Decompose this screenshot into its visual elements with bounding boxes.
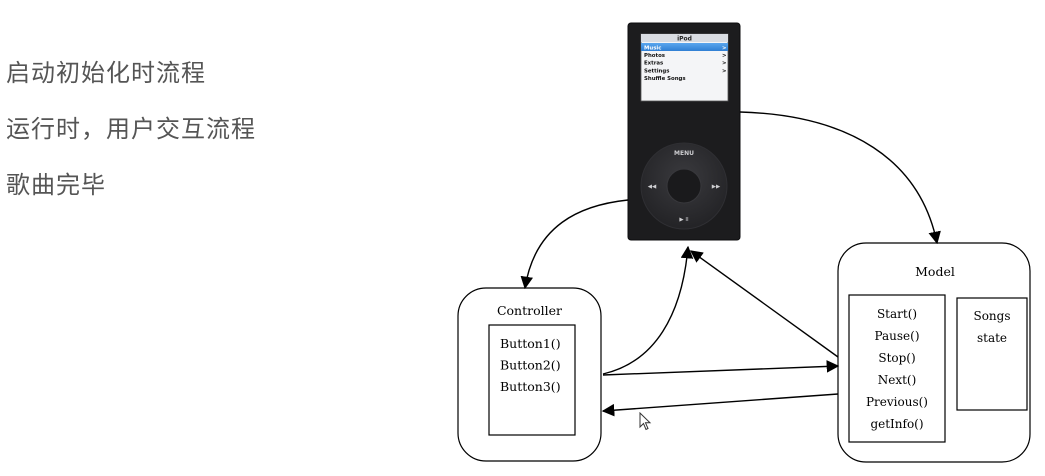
arrow-model-to-controller [601,393,839,417]
ipod-menu-item: Shuffle Songs [644,76,686,82]
ipod-screen-title: iPod [677,36,692,43]
diagram-arrows [520,111,941,417]
ipod-menu-item: Settings [644,68,669,74]
ipod-wheel-prev-icon: ◀◀ [648,184,657,190]
model-title: Model [915,264,955,279]
ipod-screen-titlebar [641,34,728,42]
model-method: Start() [877,307,917,321]
arrow-ipod-to-controller [520,199,629,290]
ipod-menu-item: Extras [644,61,663,67]
ipod-menu-highlight [641,43,728,51]
model-method: Previous() [866,395,928,409]
chevron-right-icon: > [722,61,727,67]
controller-component: Controller Button1() Button2() Button3() [457,287,602,462]
bullet-startup-flow: 启动初始化时流程 [6,59,206,87]
bullet-list: 启动初始化时流程 运行时，用户交互流程 歌曲完毕 [6,52,256,204]
mouse-cursor-icon [639,412,652,431]
model-state-line: Songs [973,309,1010,323]
arrow-model-to-ipod [689,250,839,358]
model-method: getInfo() [870,417,923,431]
ipod-menu-list: Music > Photos > Extras > Settings > Shuffle Son… [644,46,727,82]
controller-button-method: Button3() [500,379,561,394]
model-method: Next() [878,373,917,387]
controller-buttons-box [488,324,576,436]
controller-button-method: Button2() [500,358,561,373]
bullet-runtime-interaction-flow: 运行时，用户交互流程 [6,115,256,143]
ipod-center-button [666,168,702,204]
model-state-line: state [977,331,1007,345]
model-method-list: Start() Pause() Stop() Next() Previous() getI… [866,307,928,431]
model-state-text: Songs state [973,309,1010,345]
bullet-song-finished: 歌曲完毕 [6,171,106,199]
ipod-wheel-play-pause-icon: ▶ II [679,217,689,223]
chevron-right-icon: > [722,53,727,59]
chevron-right-icon: > [722,68,727,74]
arrow-controller-to-ipod [602,245,694,375]
ipod-wheel-next-icon: ▶▶ [712,184,721,190]
ipod-nano-device: iPod Music > Photos > Extras > Settings > Shuffl… [627,22,741,241]
model-method: Pause() [874,329,919,343]
ipod-wheel-menu-label: MENU [674,150,694,157]
model-component: Model Start() Pause() Stop() Next() Previous… [837,242,1031,463]
arrow-ipod-to-model [739,111,941,245]
arrow-controller-to-model [602,360,840,376]
controller-button-list: Button1() Button2() Button3() [500,336,561,394]
ipod-menu-item: Music [644,46,661,52]
model-method: Stop() [878,351,915,365]
controller-button-method: Button1() [500,336,561,351]
model-methods-box [848,294,946,443]
model-state-box [956,297,1028,411]
ipod-menu-item: Photos [644,53,665,59]
chevron-right-icon: > [722,46,727,52]
controller-title: Controller [497,303,562,318]
